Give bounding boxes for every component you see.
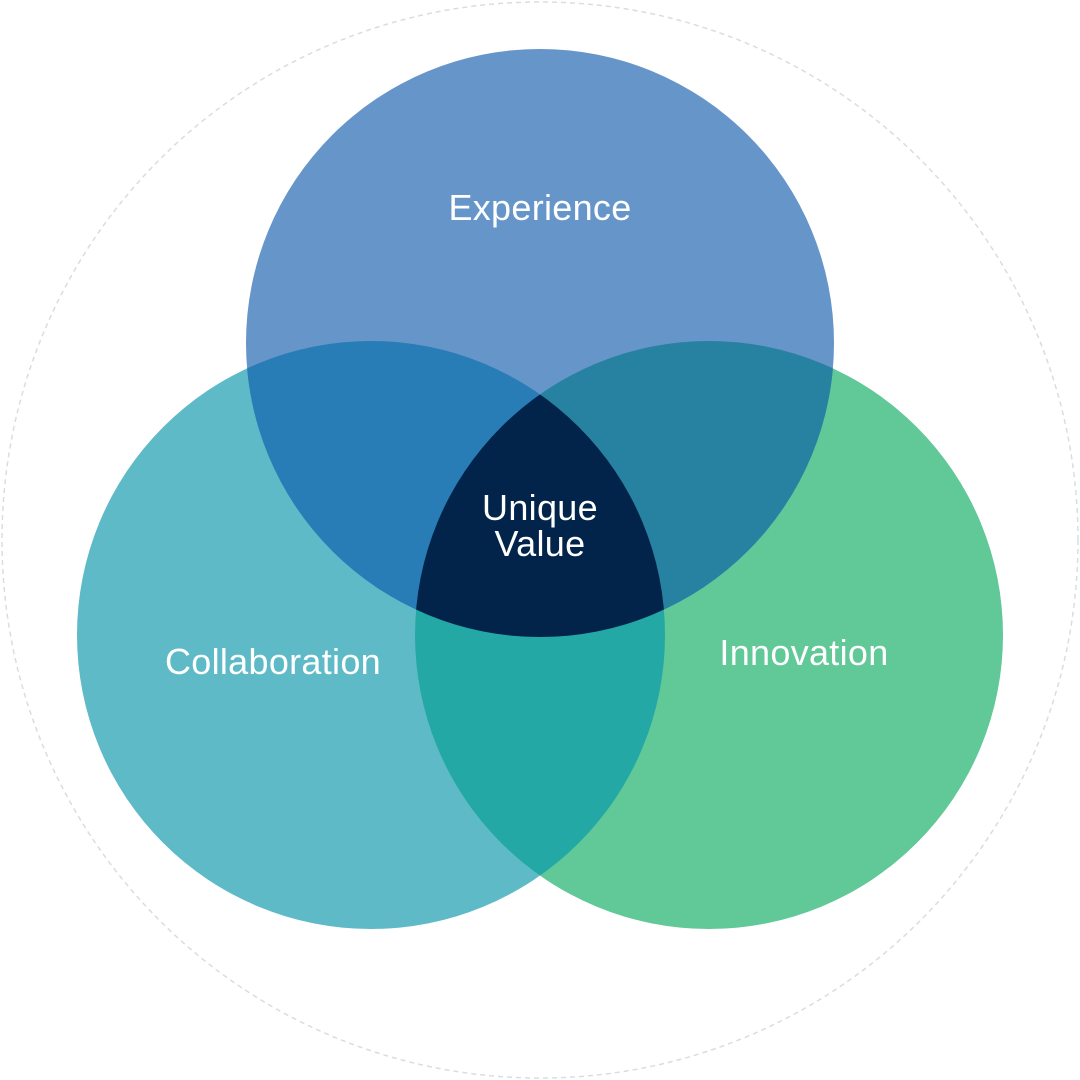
unique-value-label-line2: Value xyxy=(495,523,586,564)
unique-value-label-line1: Unique xyxy=(482,487,598,528)
innovation-label: Innovation xyxy=(719,632,888,673)
collaboration-label: Collaboration xyxy=(165,641,381,682)
center-overlap xyxy=(415,341,665,637)
experience-label: Experience xyxy=(448,187,631,228)
